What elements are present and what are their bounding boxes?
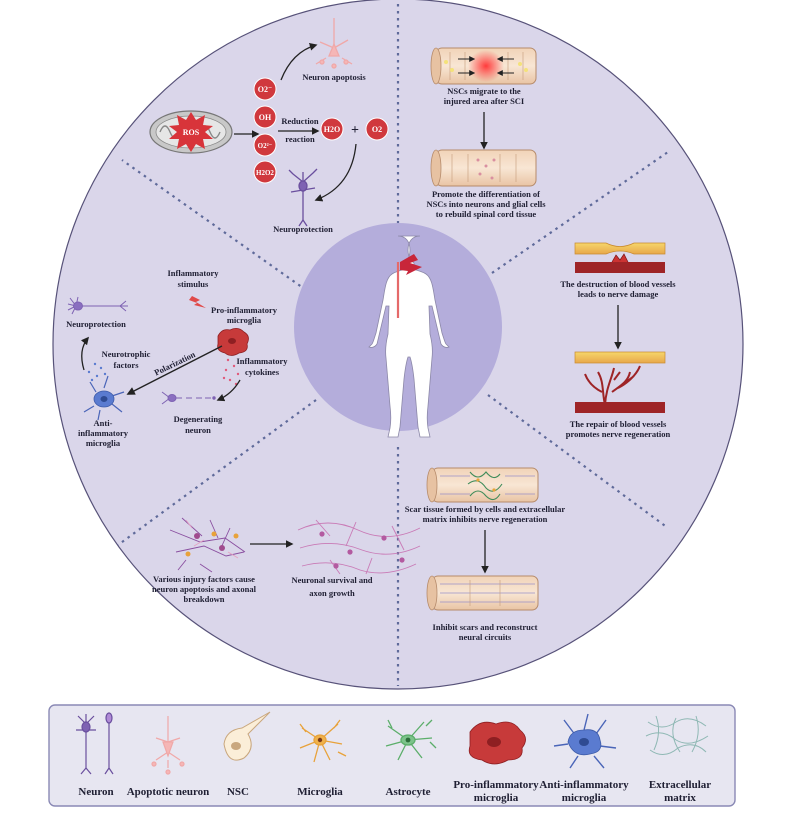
oxygen-label: O2 [372,125,382,134]
segment-nsc: NSCs migrate to the injured area after S… [426,47,546,219]
ros-burst-icon [169,112,213,152]
legend-extracellular-matrix-icon [645,715,709,755]
vessel-destruction-line2: leads to nerve damage [578,289,659,299]
spinal-cord-rebuilt-icon [430,149,537,187]
spinal-cord-injured-icon [430,47,537,85]
legend-label-pro-inflammatory-line2: microglia [474,792,519,804]
legend-label-microglia: Microglia [297,786,343,798]
vessel-repair-line2: promotes nerve regeneration [566,429,671,439]
legend-neuron-icon [76,712,114,775]
healthy-neurons-icon [297,519,421,575]
legend-label-anti-inflammatory-line2: microglia [562,792,607,804]
cytokines-line1: Inflammatory [237,356,289,366]
segment-dividers [117,4,669,686]
ros-label: ROS [183,128,200,137]
injury-factors-line1: Various injury factors cause [153,574,255,584]
inflammatory-stimulus-line1: Inflammatory [168,268,220,278]
nsc-diff-line3: to rebuild spinal cord tissue [436,209,537,219]
legend-label-ecm-line1: Extracellular [649,779,711,791]
healthy-neuron-icon [67,296,128,315]
reduction-label: Reduction [281,116,319,126]
legend-apoptotic-neuron-icon [151,716,185,775]
legend-microglia-icon [299,719,347,763]
neuron-icon [288,168,318,227]
degenerating-line2: neuron [185,425,211,435]
segment-oxidative-stress: ROS O2⁻ OH O2²⁻ H2O2 Neuron apoptosis Re… [149,18,389,234]
legend-anti-inflammatory-microglia-icon [553,713,617,769]
apoptotic-neuron-icon [315,18,353,69]
cytokines-line2: cytokines [245,367,280,377]
neurotrophic-dots [87,362,107,382]
water-label: H2O [324,125,340,134]
vessel-repair-line1: The repair of blood vessels [570,419,667,429]
survival-line1: Neuronal survival and [291,575,372,585]
reaction-label: reaction [285,134,315,144]
legend-nsc-icon [223,711,271,761]
anti-microglia-line1: Anti- [94,418,113,428]
legend-label-anti-inflammatory-line1: Anti-inflammatory [539,779,629,791]
injury-factors-line2: neuron apoptosis and axonal [152,584,257,594]
degenerating-line1: Degenerating [174,414,223,424]
injury-factors-line3: breakdown [184,594,225,604]
anti-microglia-line2: inflammatory [78,428,129,438]
degenerating-neuron-icon [161,391,216,405]
reconstructed-cord-icon [426,575,539,611]
legend-astrocyte-icon [385,719,437,761]
scar-tissue-line1: Scar tissue formed by cells and extracel… [405,504,566,514]
neuroprotection-top-label: Neuroprotection [273,224,333,234]
hydrogen-peroxide-label: H2O2 [256,169,274,177]
neurotrophic-line1: Neurotrophic [102,349,151,359]
inhibit-scar-line2: neural circuits [459,632,512,642]
nsc-migrate-line2: injured area after SCI [444,96,525,106]
legend-label-neuron: Neuron [78,786,113,798]
nsc-diff-line1: Promote the differentiation of [432,189,540,199]
ros-species: O2⁻ OH O2²⁻ H2O2 [253,77,277,184]
damaged-vessel-icon [574,242,666,273]
nsc-diff-line2: NSCs into neurons and glial cells [426,199,546,209]
peroxide-ion-label: O2²⁻ [258,142,273,150]
nsc-migrate-line1: NSCs migrate to the [447,86,521,96]
legend-label-nsc: NSC [227,786,249,798]
neuroprotection-left-label: Neuroprotection [66,319,126,329]
neuron-apoptosis-label: Neuron apoptosis [302,72,366,82]
scar-cord-icon [426,467,539,503]
legend-label-ecm-line2: matrix [664,792,696,804]
anti-microglia-line3: microglia [86,438,121,448]
segment-scar: Scar tissue formed by cells and extracel… [405,467,566,642]
legend-label-pro-inflammatory-line1: Pro-inflammatory [453,779,539,791]
segment-blood-vessels: The destruction of blood vessels leads t… [560,242,676,439]
inflammatory-stimulus-line2: stimulus [178,279,209,289]
legend-label-apoptotic-neuron: Apoptotic neuron [127,786,210,798]
anti-inflammatory-microglia-icon [83,375,125,421]
hydroxyl-label: OH [259,113,272,122]
legend-box: Neuron Apoptotic neuron NSC Microglia As… [48,704,736,807]
damaged-neurons-icon [169,517,246,573]
segment-axon: Various injury factors cause neuron apop… [152,517,421,604]
pro-microglia-line1: Pro-inflammatory [211,305,278,315]
repaired-vessel-icon [574,351,666,413]
survival-line2: axon growth [309,588,355,598]
inhibit-scar-line1: Inhibit scars and reconstruct [433,622,538,632]
vessel-destruction-line1: The destruction of blood vessels [560,279,676,289]
pro-inflammatory-microglia-icon [217,328,249,356]
lightning-icon [189,296,206,308]
pro-microglia-line2: microglia [227,315,262,325]
legend-label-astrocyte: Astrocyte [386,786,431,798]
plus-sign: + [351,123,359,138]
mitochondrion-icon: ROS [149,110,233,154]
human-body-icon [368,235,450,438]
scar-tissue-line2: matrix inhibits nerve regeneration [423,514,548,524]
neurotrophic-line2: factors [113,360,139,370]
superoxide-label: O2⁻ [258,85,272,94]
legend-pro-inflammatory-microglia-icon [468,721,526,765]
